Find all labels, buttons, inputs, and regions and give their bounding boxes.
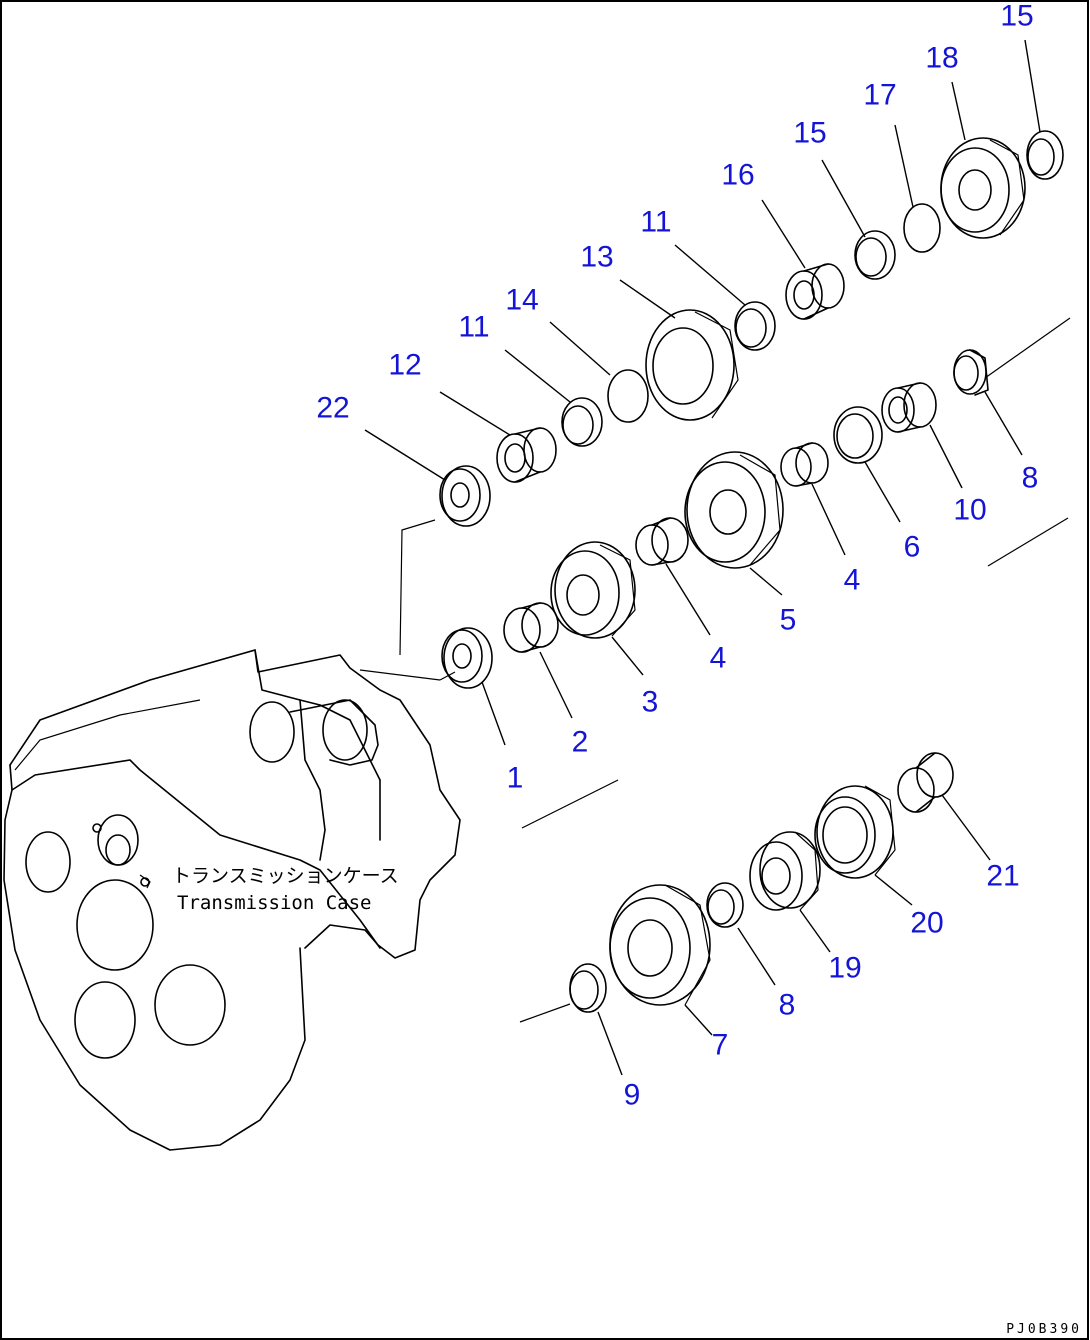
axis-lines [359,317,1071,1023]
transmission-case [3,649,461,1151]
callout-part-15-middle: 15 [793,117,826,150]
callout-part-9: 9 [624,1079,641,1112]
callout-part-14: 14 [505,284,538,317]
callout-part-17: 17 [863,79,896,112]
part-17-ring [903,203,941,253]
callout-part-8-lower: 8 [779,989,796,1022]
part-14-ring [607,369,649,423]
part-7-gear [609,884,711,1006]
case-label-japanese: トランスミッションケース [172,865,399,887]
part-8-collar-upper [953,349,989,396]
part-6-ring [833,406,883,464]
callout-part-8-upper: 8 [1022,462,1039,495]
lower-row-parts [441,349,989,689]
part-12-needle-bearing [496,427,557,483]
callout-part-21: 21 [986,860,1019,893]
callout-part-4-lower: 4 [710,642,727,675]
leader-lines [364,39,1041,1076]
part-8-collar-lower [706,882,744,928]
bottom-assembly-parts [569,752,954,1013]
drawing-number: PJ0B390 [1006,1322,1082,1337]
part-10-needle-bearing [881,382,937,433]
callout-part-1: 1 [507,762,524,795]
upper-row-parts [439,130,1064,527]
part-15-collar-middle [854,230,896,280]
callout-part-5: 5 [780,604,797,637]
part-16-needle-bearing [785,263,845,320]
callout-part-7: 7 [712,1029,729,1062]
callout-part-12: 12 [388,349,421,382]
part-15-collar-top [1026,130,1064,180]
part-20-hub [814,785,896,879]
callout-part-20: 20 [910,907,943,940]
callout-part-13: 13 [580,241,613,274]
callout-part-11-left: 11 [458,311,489,344]
part-19-needle-bearing [749,831,821,911]
part-5-gear [684,451,784,569]
callout-part-11-right: 11 [640,206,671,239]
part-18-gear [940,137,1026,239]
part-11-collar-right [734,301,776,351]
case-label-english: Transmission Case [177,892,371,914]
callout-part-4-upper: 4 [844,564,861,597]
part-4-collar-upper [780,442,829,487]
part-1-ball-bearing [441,627,493,689]
part-3-gear [550,541,636,639]
callout-part-19: 19 [828,952,861,985]
transmission-case-label: トランスミッションケース Transmission Case [139,865,399,914]
part-9-snap-ring [569,963,607,1013]
callout-part-18: 18 [925,42,958,75]
callout-part-3: 3 [642,686,659,719]
part-2-collar [503,602,559,653]
callout-part-22: 22 [316,392,349,425]
callout-part-10: 10 [953,494,986,527]
part-4-collar-lower [635,517,689,566]
part-21-collar [897,752,954,813]
callout-numbers: 1 2 3 4 5 4 6 10 8 22 12 11 14 13 11 16 … [316,0,1038,1112]
callout-part-16: 16 [721,159,754,192]
callout-part-6: 6 [904,531,921,564]
part-13-gear [645,309,739,421]
callout-part-2: 2 [572,726,589,759]
part-22-ball-bearing [439,465,491,527]
callout-part-15-top: 15 [1000,0,1033,33]
part-11-collar-left [561,397,603,447]
